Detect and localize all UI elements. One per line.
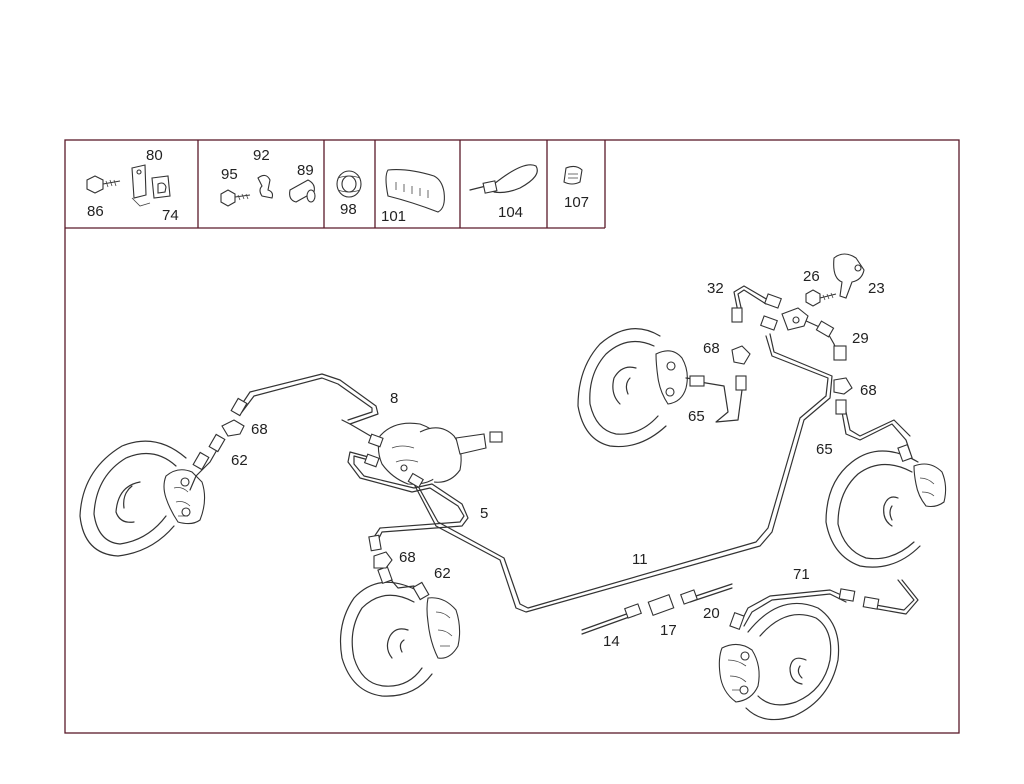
callout-8: 8	[390, 390, 398, 407]
callout-71: 71	[793, 566, 810, 583]
callout-11: 11	[632, 551, 648, 568]
sleeve-89-icon	[289, 179, 316, 203]
parts-label-74: 74	[162, 207, 179, 224]
cable-tie-104-icon	[469, 164, 538, 194]
callout-23: 23	[868, 280, 885, 297]
callout-26: 26	[803, 268, 820, 285]
parts-label-86: 86	[87, 203, 104, 220]
callout-20: 20	[703, 605, 720, 622]
master-cylinder	[377, 422, 503, 485]
screw-86-icon	[86, 175, 121, 194]
parts-label-104: 104	[498, 204, 523, 221]
grommet-98-icon	[336, 170, 362, 198]
parts-label-98: 98	[340, 201, 357, 218]
callout-68-lower: 68	[399, 549, 416, 566]
brake-lines	[189, 285, 919, 635]
fittings	[192, 253, 913, 630]
connector-101-icon	[385, 169, 445, 213]
parts-label-92: 92	[253, 147, 270, 164]
parts-label-80: 80	[146, 147, 163, 164]
clip-107-icon	[563, 165, 583, 185]
callout-65-right: 65	[816, 441, 833, 458]
brake-disc-front-right	[577, 328, 701, 448]
callouts: 8 68 62 5 68 62 11 14 17 20 71 32 26 23 …	[231, 268, 885, 650]
parts-label-101: 101	[381, 208, 406, 225]
brake-disc-rear-right	[825, 450, 947, 568]
callout-68-left: 68	[251, 421, 268, 438]
screw-95-icon	[220, 189, 251, 207]
brake-disc-rear-center	[718, 602, 840, 721]
callout-65-mid: 65	[688, 408, 705, 425]
callout-29: 29	[852, 330, 869, 347]
parts-label-107: 107	[564, 194, 589, 211]
clip-92-icon	[257, 174, 274, 199]
callout-68-mid: 68	[703, 340, 720, 357]
callout-32: 32	[707, 280, 724, 297]
clip-74-icon	[151, 175, 171, 199]
brake-disc-front-left	[79, 440, 206, 557]
parts-label-89: 89	[297, 162, 314, 179]
callout-17: 17	[660, 622, 677, 639]
callout-62-lower: 62	[434, 565, 451, 582]
bracket-80-icon	[131, 164, 151, 207]
callout-14: 14	[603, 633, 620, 650]
callout-62-left: 62	[231, 452, 248, 469]
brake-disc-rear-left	[339, 581, 461, 697]
parts-box: 80 86 74 92 95 89 98 101	[65, 140, 606, 229]
parts-label-95: 95	[221, 166, 238, 183]
diagram-frame	[64, 139, 960, 734]
callout-5: 5	[480, 505, 488, 522]
callout-68-right: 68	[860, 382, 877, 399]
